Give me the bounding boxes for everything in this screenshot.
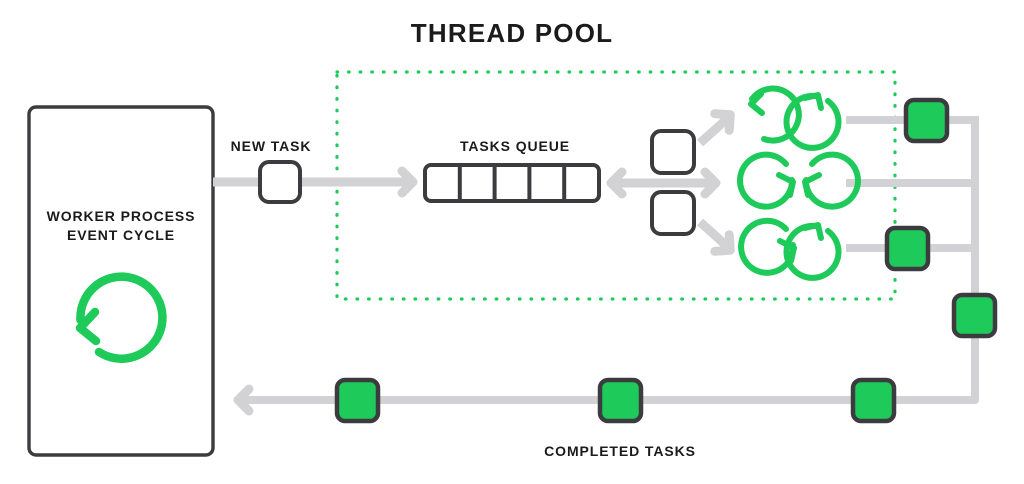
completed-task-square xyxy=(951,292,998,339)
dispatch-arrow-up xyxy=(697,106,738,147)
completed-task-square xyxy=(884,225,931,272)
dispatch-arrow-down xyxy=(697,218,738,259)
thread-cycle-icon xyxy=(783,92,842,151)
thread-cycle-icon xyxy=(748,85,802,144)
page-title: THREAD POOL xyxy=(410,18,614,48)
thread-cycle-icon xyxy=(783,222,842,281)
completed-tasks-label: COMPLETED TASKS xyxy=(544,443,696,459)
thread-cycle-icon xyxy=(737,151,796,210)
completed-task-square xyxy=(334,377,381,424)
worker-process-label-line1: WORKER PROCESS xyxy=(46,208,196,224)
tasks-queue-label: TASKS QUEUE xyxy=(460,138,570,154)
tasks-queue xyxy=(423,163,601,203)
worker-process-label-line2: EVENT CYCLE xyxy=(67,227,175,243)
thread-cycle-icon xyxy=(802,151,861,210)
new-task-label: NEW TASK xyxy=(230,138,312,154)
new-task-square xyxy=(258,160,302,204)
completed-task-square xyxy=(850,377,897,424)
completed-task-square xyxy=(597,377,644,424)
dispatch-box-1 xyxy=(650,129,696,175)
worker-process-box xyxy=(27,105,215,457)
refresh-cycle-icon xyxy=(75,272,167,363)
completed-task-square xyxy=(903,97,950,144)
return-path-rail xyxy=(243,116,979,404)
dispatch-box-2 xyxy=(650,190,696,236)
